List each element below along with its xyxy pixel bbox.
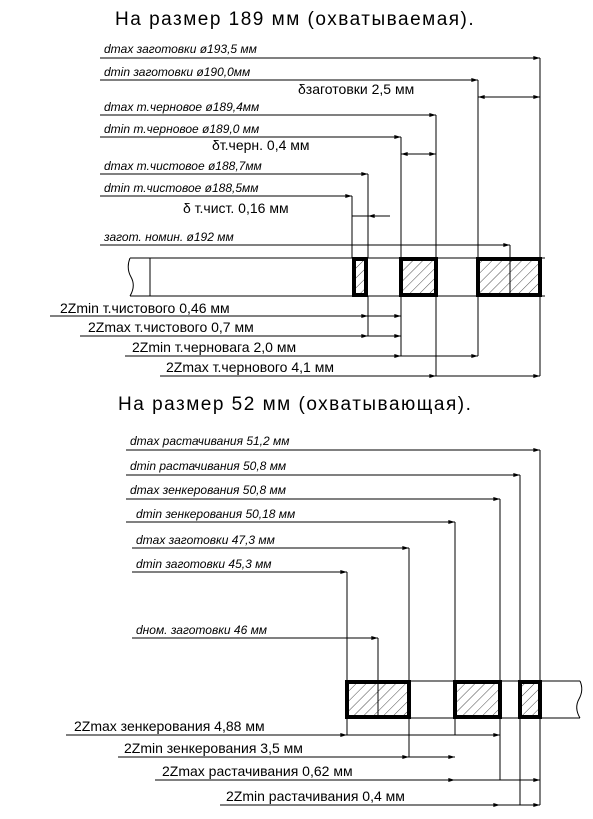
label-nominal-blank: загот. номин. ø192 мм xyxy=(103,230,234,244)
label-z2min-finish: 2Zmin т.чистового 0,46 мм xyxy=(60,300,230,316)
label-dmax-boring: dmax растачивания 51,2 мм xyxy=(130,434,289,448)
label-z2max-finish: 2Zmax т.чистового 0,7 мм xyxy=(88,319,254,335)
label-z2min-rough: 2Zmin т.черновага 2,0 мм xyxy=(132,339,296,355)
label-dnom-blank2: dном. заготовки 46 мм xyxy=(136,623,267,637)
tolerance-zone-rough xyxy=(401,259,436,295)
label-dmin-finish: dmin т.чистовое ø188,5мм xyxy=(104,181,258,195)
label-dmin-rough: dmin т.черновое ø189,0 мм xyxy=(104,122,259,136)
label-dmax-finish: dmax т.чистовое ø188,7мм xyxy=(104,159,262,173)
shaft-bar xyxy=(127,257,545,297)
label-delta-rough: δт.черн. 0,4 мм xyxy=(212,137,310,153)
label-dmin-blank: dmin заготовки ø190,0мм xyxy=(104,65,250,79)
bore-bar xyxy=(345,680,583,719)
bore-allowances: 2Zmax зенкерования 4,88 мм 2Zmin зенкеро… xyxy=(66,718,540,807)
shaft-dimension-lines: dmax заготовки ø193,5 мм dmin заготовки … xyxy=(100,42,540,247)
bore-dimension-lines: dmax растачивания 51,2 мм dmin растачива… xyxy=(126,434,540,640)
tolerance-zone-counter xyxy=(455,682,500,717)
label-dmin-blank2: dmin заготовки 45,3 мм xyxy=(136,557,272,571)
label-dmax-rough: dmax т.черновое ø189,4мм xyxy=(104,100,259,114)
section-shaft-189: На размер 189 мм (охватываемая). dmax за… xyxy=(50,9,545,378)
section1-title: На размер 189 мм (охватываемая). xyxy=(115,9,475,30)
label-dmax-blank: dmax заготовки ø193,5 мм xyxy=(104,42,257,56)
label-dmax-blank2: dmax заготовки 47,3 мм xyxy=(136,533,275,547)
shaft-extension-lines xyxy=(351,58,541,376)
bore-extension-lines xyxy=(346,450,541,805)
label-delta-blank: δзаготовки 2,5 мм xyxy=(298,81,414,97)
tolerance-zone-boring xyxy=(520,682,540,717)
label-z2max-boring: 2Zmax растачивания 0,62 мм xyxy=(162,763,353,779)
section-bore-52: На размер 52 мм (охватывающая). dmax рас… xyxy=(66,394,583,807)
label-z2max-counter: 2Zmax зенкерования 4,88 мм xyxy=(74,718,265,734)
label-dmax-counter: dmax зенкерования 50,8 мм xyxy=(130,483,286,497)
shaft-allowances: 2Zmin т.чистового 0,46 мм 2Zmax т.чистов… xyxy=(50,296,541,378)
label-z2max-rough: 2Zmax т.чернового 4,1 мм xyxy=(166,359,334,375)
tolerance-zone-blank xyxy=(478,259,540,295)
label-delta-finish: δ т.чист. 0,16 мм xyxy=(183,200,289,216)
label-dmin-boring: dmin растачивания 50,8 мм xyxy=(130,459,286,473)
section2-title: На размер 52 мм (охватывающая). xyxy=(118,394,472,415)
tolerance-zone-finish xyxy=(354,259,366,295)
label-z2min-counter: 2Zmin зенкерования 3,5 мм xyxy=(124,740,303,756)
label-dmin-counter: dmin зенкерования 50,18 мм xyxy=(136,507,295,521)
label-z2min-boring: 2Zmin растачивания 0,4 мм xyxy=(226,788,405,804)
